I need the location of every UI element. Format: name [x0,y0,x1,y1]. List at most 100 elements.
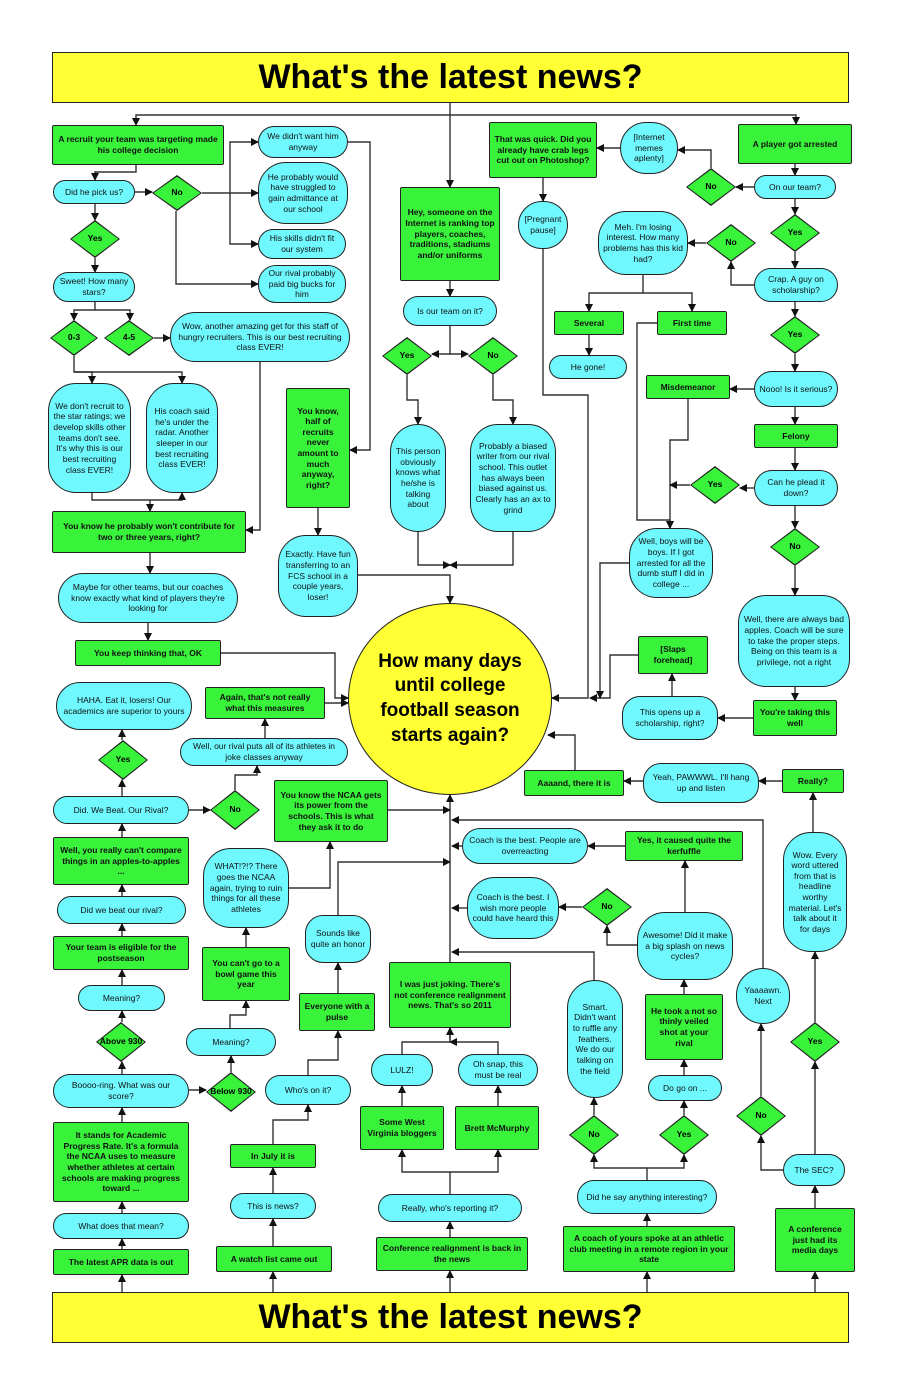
lulz-node: LULZ! [371,1054,433,1086]
header-title: What's the latest news? [52,52,849,103]
meaning-node-2: Meaning? [186,1028,276,1056]
decision-no: No [770,528,820,566]
kerfuffle-node: Yes, it caused quite the kerfuffle [625,831,743,861]
star-ratings-node: We don't recruit to the star ratings; we… [48,383,131,493]
in-july-node: In July it is [230,1144,316,1168]
quite-an-honor-node: Sounds like quite an honor [305,915,371,963]
decision-no: No [582,888,632,926]
say-anything-interesting-node: Did he say anything interesting? [577,1180,717,1214]
really-node: Really? [782,769,844,793]
decision-yes: Yes [382,337,432,375]
decision-label: Yes [707,479,723,490]
is-team-on-it-node: Is our team on it? [403,296,497,326]
best-class-node: Wow, another amazing get for this staff … [170,312,350,362]
decision-label: 0-3 [67,332,81,343]
player-arrested-node: A player got arrested [738,124,852,164]
knows-what-talking-node: This person obviously knows what he/she … [390,424,446,532]
brett-mcmurphy-node: Brett McMurphy [455,1106,539,1150]
he-gone-node: He gone! [549,355,627,379]
apr-data-out-node: The latest APR data is out [53,1249,189,1275]
decision-label: Yes [807,1036,823,1047]
coach-spoke-node: A coach of yours spoke at an athletic cl… [563,1226,735,1272]
fcs-transfer-node: Exactly. Have fun transferring to an FCS… [278,535,358,617]
misdemeanor-node: Misdemeanor [646,375,730,399]
big-splash-node: Awesome! Did it make a big splash on new… [637,912,733,980]
decision-no: No [569,1115,619,1155]
decision-yes: Yes [790,1022,840,1062]
recruit-decision-node: A recruit your team was targeting made h… [52,125,224,165]
this-is-news-node: This is news? [230,1193,316,1219]
pawwwl-node: Yeah, PAWWWL. I'll hang up and listen [643,763,759,803]
struggled-admittance-node: He probably would have struggled to gain… [258,162,348,224]
footer-title: What's the latest news? [52,1292,849,1343]
what-was-score-node: Boooo-ring. What was our score? [53,1074,189,1108]
decision-label: Yes [87,233,103,244]
decision-no: No [706,224,756,262]
center-question: How many days until college football sea… [348,603,552,795]
watch-list-node: A watch list came out [216,1246,332,1272]
felony-node: Felony [754,424,838,448]
decision-label: Above 930 [99,1036,143,1047]
whos-on-it-node: Who's on it? [265,1075,351,1105]
decision-label: No [171,187,183,198]
not-what-this-measures-node: Again, that's not really what this measu… [205,687,325,719]
decision-label: 4-5 [122,332,136,343]
decision-0-3: 0-3 [50,320,98,356]
headline-worthy-node: Wow. Every word uttered from that is hea… [783,832,847,952]
is-it-serious-node: Nooo! Is it serious? [754,371,838,407]
decision-above-930: Above 930 [96,1022,146,1062]
did-we-beat-rival-emphatic-node: Did. We Beat. Our Rival? [53,796,189,824]
realignment-news-node: Conference realignment is back in the ne… [376,1237,528,1271]
haha-node: HAHA. Eat it, losers! Our academics are … [56,682,192,730]
losing-interest-node: Meh. I'm losing interest. How many probl… [598,211,688,275]
there-it-is-node: Aaaand, there it is [524,770,624,796]
decision-label: No [705,181,717,192]
decision-label: No [588,1129,600,1140]
decision-yes: Yes [659,1115,709,1155]
ncaa-power-node: You know the NCAA gets its power from th… [274,780,388,842]
internet-ranking-node: Hey, someone on the Internet is ranking … [400,187,500,281]
whos-reporting-node: Really, who's reporting it? [378,1194,522,1222]
decision-label: No [601,901,613,912]
decision-4-5: 4-5 [104,320,154,356]
decision-label: Yes [115,754,131,765]
decision-label: No [229,804,241,815]
under-radar-node: His coach said he's under the radar. Ano… [146,383,218,493]
taking-this-well-node: You're taking this well [753,700,837,736]
everyone-with-pulse-node: Everyone with a pulse [299,993,375,1031]
decision-no: No [468,337,518,375]
wont-contribute-node: You know he probably won't contribute fo… [52,511,246,553]
eligible-postseason-node: Your team is eligible for the postseason [53,936,189,970]
crab-legs-node: That was quick. Did you already have cra… [489,122,597,178]
decision-no: No [686,168,736,206]
decision-label: No [725,237,737,248]
biased-writer-node: Probably a biased writer from our rival … [470,424,556,532]
decision-below-930: Below 930 [206,1072,256,1112]
decision-no: No [210,790,260,830]
veiled-shot-node: He took a not so thinly veiled shot at y… [645,994,723,1060]
decision-yes: Yes [770,214,820,252]
the-sec-node: The SEC? [783,1154,845,1186]
internet-memes-node: [Internet memes aplenty] [620,122,678,174]
overreacting-node: Coach is the best. People are overreacti… [462,828,588,864]
no-bowl-game-node: You can't go to a bowl game this year [202,947,290,1001]
decision-label: No [487,350,499,361]
opens-scholarship-node: This opens up a scholarship, right? [622,696,718,740]
decision-no: No [152,175,202,211]
did-we-beat-rival-node: Did we beat our rival? [57,896,186,924]
just-joking-node: I was just joking. There's not conferenc… [389,962,511,1028]
on-scholarship-node: Crap. A guy on scholarship? [754,268,838,302]
decision-no: No [736,1096,786,1136]
oh-snap-node: Oh snap, this must be real [458,1054,538,1086]
wish-more-heard-node: Coach is the best. I wish more people co… [467,877,559,939]
apples-to-apples-node: Well, you really can't compare things in… [53,837,189,885]
skills-didnt-fit-node: His skills didn't fit our system [258,229,346,259]
slaps-forehead-node: [Slaps forehead] [638,636,708,674]
didnt-want-him-node: We didn't want him anyway [258,126,348,158]
decision-label: Below 930 [210,1086,252,1097]
on-our-team-node: On our team? [754,175,836,199]
decision-label: Yes [787,329,803,340]
did-he-pick-us-node: Did he pick us? [53,180,135,204]
